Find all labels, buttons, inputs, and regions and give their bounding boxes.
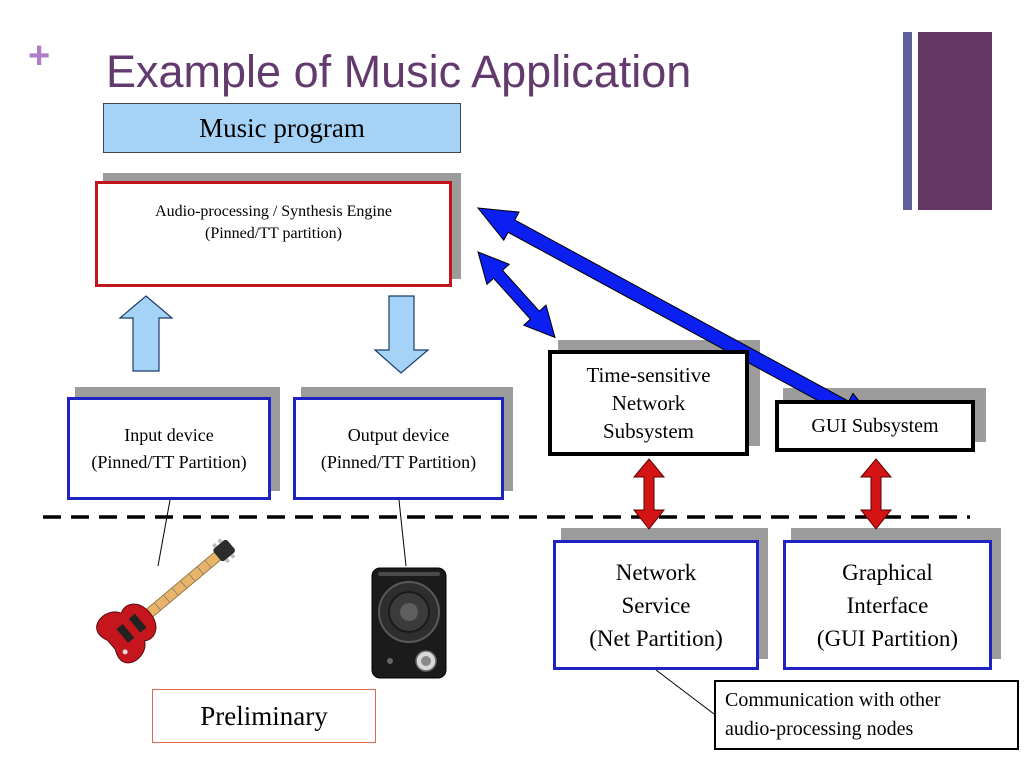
output-device-box: Output device (Pinned/TT Partition)	[293, 397, 504, 500]
accent-bar-wide	[918, 32, 992, 210]
accent-bar-thin	[903, 32, 912, 210]
comm-line-1: Communication with other	[725, 689, 941, 711]
input-device-partition: (Pinned/TT Partition)	[91, 451, 247, 472]
speaker-icon	[371, 567, 447, 679]
graphical-interface-box: Graphical Interface (GUI Partition)	[783, 540, 992, 670]
output-connector-line	[398, 499, 407, 567]
engine-network-double-arrow	[477, 251, 556, 339]
guitar-icon	[96, 538, 235, 664]
comm-line-2: audio-processing nodes	[725, 718, 914, 740]
slide-title: Example of Music Application	[106, 46, 692, 97]
gui-subsystem-box: GUI Subsystem	[775, 400, 975, 452]
network-service-box: Network Service (Net Partition)	[553, 540, 759, 670]
comm-connector-line	[655, 669, 715, 715]
gfx-line-3: (GUI Partition)	[816, 625, 959, 651]
music-program-label: Music program	[103, 103, 461, 153]
output-device-partition: (Pinned/TT Partition)	[320, 451, 477, 472]
tsn-line-1: Time-sensitive	[586, 363, 711, 387]
input-connector-line	[157, 499, 171, 567]
network-red-double-arrow	[632, 458, 666, 530]
tsn-line-2: Network	[611, 391, 686, 415]
communication-callout: Communication with other audio-processin…	[714, 680, 1019, 750]
time-sensitive-network-box: Time-sensitive Network Subsystem	[548, 350, 749, 456]
net-service-line-1: Network	[615, 559, 697, 585]
output-device-title: Output device	[347, 424, 450, 445]
input-device-title: Input device	[124, 424, 214, 445]
net-service-line-2: Service	[621, 592, 691, 618]
gfx-line-2: Interface	[846, 592, 929, 618]
synthesis-engine-box: Audio-processing / Synthesis Engine (Pin…	[95, 181, 452, 287]
output-down-arrow	[373, 295, 430, 374]
tsn-line-3: Subsystem	[602, 419, 694, 443]
gui-red-double-arrow	[859, 458, 893, 530]
input-up-arrow	[118, 295, 174, 372]
gui-subsystem-text: GUI Subsystem	[811, 414, 939, 437]
plus-icon: +	[28, 35, 51, 77]
gfx-line-1: Graphical	[842, 559, 933, 585]
preliminary-label: Preliminary	[152, 689, 376, 743]
music-program-text: Music program	[199, 112, 365, 143]
input-device-box: Input device (Pinned/TT Partition)	[67, 397, 271, 500]
net-service-line-3: (Net Partition)	[589, 625, 723, 651]
engine-title: Audio-processing / Synthesis Engine	[155, 203, 392, 220]
engine-partition: (Pinned/TT partition)	[204, 225, 342, 242]
preliminary-text: Preliminary	[200, 700, 328, 731]
